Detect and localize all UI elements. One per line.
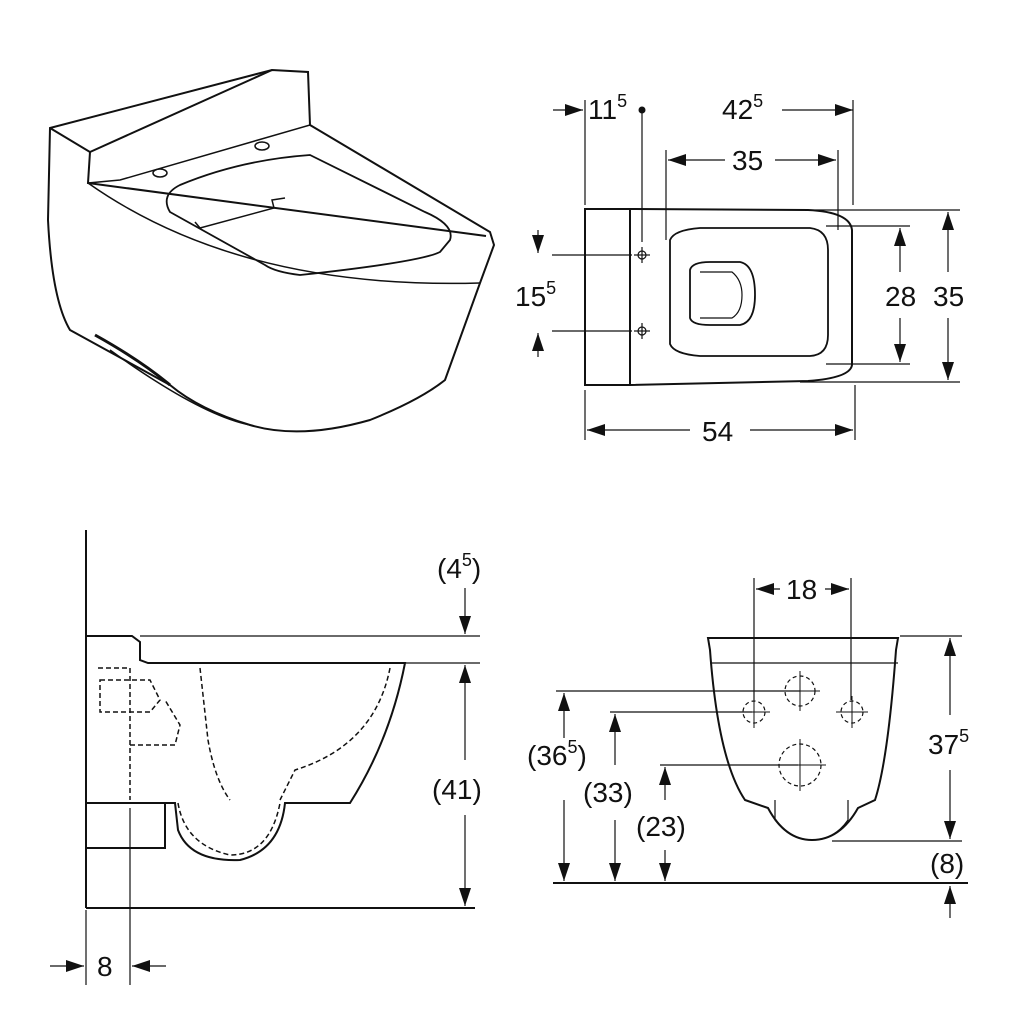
perspective-view — [46, 68, 496, 433]
dim-seat-length: 35 — [732, 145, 763, 176]
dim-bolt-spacing: 18 — [786, 574, 817, 605]
dim-total-to-front: 425 — [722, 91, 763, 125]
dim-outlet-height: (23) — [636, 811, 686, 842]
dim-fixing-height: (365) — [527, 737, 587, 771]
dim-overall-length: 54 — [702, 416, 733, 447]
rear-view: 18 (365) (33) (23) 375 (8) — [527, 574, 969, 918]
dim-rim-height: (41) — [432, 774, 482, 805]
dim-wall-gap: 8 — [97, 951, 113, 982]
dim-inner-width: 28 — [885, 281, 916, 312]
dim-bowl-height: 375 — [928, 726, 969, 760]
rear-fixing-holes — [742, 675, 864, 787]
dim-floor-offset: (8) — [930, 848, 964, 879]
dim-wall-offset: 115 — [588, 91, 627, 125]
side-view: (45) (41) 8 — [50, 530, 482, 985]
fixing-point-upper — [634, 247, 650, 263]
dim-top-offset: (45) — [437, 550, 481, 584]
dim-outer-width: 35 — [933, 281, 964, 312]
dim-fixing-spacing: 155 — [515, 278, 556, 312]
fixing-point-lower — [634, 323, 650, 339]
dim-inlet-height: (33) — [583, 777, 633, 808]
top-view: 115 425 35 155 28 35 54 — [515, 91, 964, 447]
